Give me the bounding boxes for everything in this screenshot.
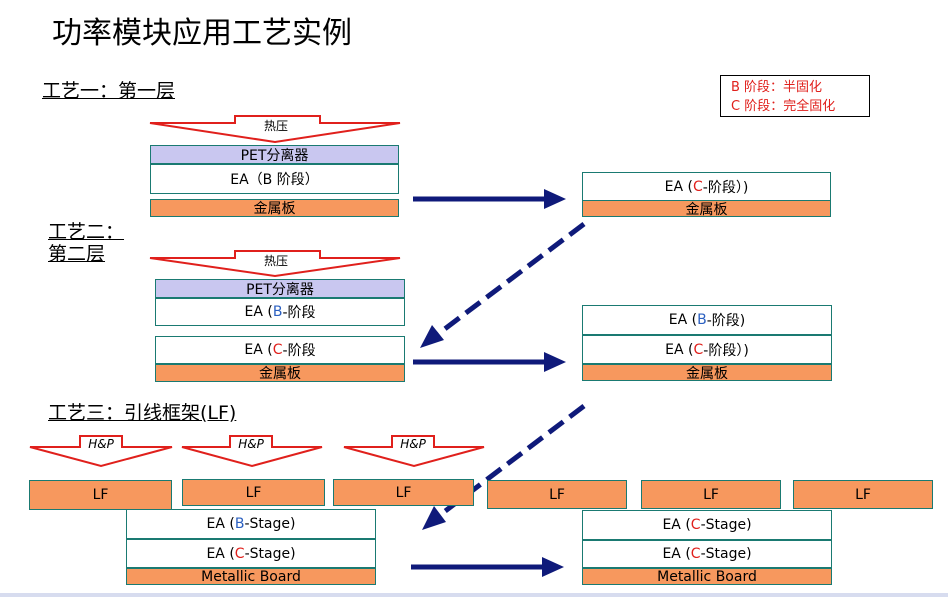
process2-heading: 工艺二： 第二层 [48,221,125,265]
legend-c-line: C 阶段：完全固化 [731,99,836,114]
lf-frame-1: LF [29,480,172,510]
slide-bottom-border [0,593,948,597]
flow-arrow-1 [413,189,566,209]
p1-result-ea-layer: EA (C-阶段）) [582,172,831,202]
legend-b-line: B 阶段：半固化 [731,80,823,95]
p2-result-metal-layer: 金属板 [582,364,832,382]
hp-arrow-3 [343,435,485,468]
p3-metal-layer: Metallic Board [126,568,376,585]
lf-frame-6: LF [793,480,933,509]
p3-result-ea-c2-layer: EA (C-Stage) [582,540,832,568]
lf-frame-4: LF [487,480,627,509]
lf-frame-5: LF [641,480,781,509]
p3-ea-b-layer: EA (B-Stage) [126,509,376,539]
p1-pet-layer: PET分离器 [150,145,399,164]
press-arrow-2 [149,250,401,278]
dashed-arrow-1 [420,222,586,348]
press-arrow-1 [149,115,401,144]
p2-metal-layer: 金属板 [155,364,405,382]
hp-label-2: H&P [238,437,264,451]
hp-arrow-1 [29,435,173,468]
p3-result-ea-c1-layer: EA (C-Stage) [582,510,832,540]
stage-legend: B 阶段：半固化 C 阶段：完全固化 [720,75,870,117]
press-label-1: 热压 [263,119,288,133]
process1-heading: 工艺一：第一层 [42,80,176,102]
p2-ea-b-layer: EA (B-阶段 [155,298,405,326]
page-title: 功率模块应用工艺实例 [52,16,352,51]
flow-arrow-2 [413,352,566,372]
dashed-arrow-2 [422,404,586,530]
press-label-2: 热压 [263,254,288,268]
hp-label-3: H&P [400,437,426,451]
hp-label-1: H&P [88,437,114,451]
p2-result-ea-b-layer: EA (B-阶段) [582,305,832,335]
hp-arrow-2 [181,435,323,468]
p2-result-ea-c-layer: EA (C-阶段）) [582,335,832,364]
p2-pet-layer: PET分离器 [155,279,405,298]
p2-ea-c-layer: EA (C-阶段 [155,336,405,364]
lf-frame-3: LF [333,479,474,506]
p1-metal-layer: 金属板 [150,199,399,217]
lf-frame-2: LF [182,479,325,506]
p3-result-metal-layer: Metallic Board [582,568,832,585]
p3-ea-c-layer: EA (C-Stage) [126,539,376,568]
p1-result-metal-layer: 金属板 [582,200,831,218]
flow-arrow-3 [411,557,564,577]
p1-ea-layer: EA（B 阶段） [150,164,399,194]
process3-heading: 工艺三：引线框架(LF) [48,402,237,424]
